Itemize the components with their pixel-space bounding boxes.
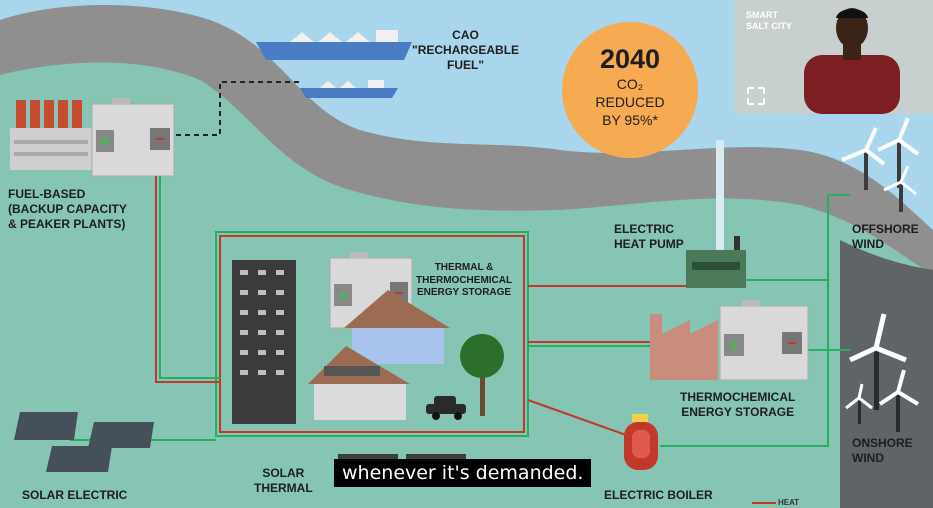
heat-pump-label: ELECTRIC HEAT PUMP — [614, 222, 684, 251]
speaker-video-overlay: SMART SALT CITY — [734, 0, 933, 114]
ship-small — [300, 80, 398, 98]
solar-electric-label: SOLAR ELECTRIC — [22, 488, 128, 502]
house-upper — [344, 290, 450, 364]
svg-text:+: + — [727, 336, 740, 355]
svg-text:+: + — [98, 132, 111, 151]
video-title: SMART SALT CITY — [746, 10, 792, 32]
dashed-fuel-route — [176, 81, 300, 136]
tall-building — [232, 260, 296, 424]
battery-factory: + — [719, 300, 809, 381]
fuel-based-label: FUEL-BASED (BACKUP CAPACITY & PEAKER PLA… — [8, 187, 127, 231]
network-lines — [70, 176, 850, 447]
svg-text:+: + — [336, 286, 349, 305]
cao-fuel-label: CaO "RECHARGEABLE FUEL" — [412, 28, 520, 72]
thermal-storage-label: THERMAL & THERMOCHEMICAL ENERGY STORAGE — [416, 262, 513, 298]
thermochemical-storage-label: THERMOCHEMICAL ENERGY STORAGE — [680, 390, 796, 419]
offshore-wind-label: OFFSHORE WIND — [852, 222, 919, 251]
car-icon — [426, 396, 466, 420]
onshore-wind-label: ONSHORE WIND — [852, 436, 913, 465]
solar-electric-panels — [14, 412, 154, 472]
subtitle-caption: whenever it's demanded. — [334, 459, 592, 487]
solar-thermal-label: SOLAR THERMAL — [254, 466, 313, 495]
electric-boiler-label: ELECTRIC BOILER — [604, 488, 713, 502]
factory — [650, 314, 718, 380]
tree — [460, 334, 504, 416]
building-windows — [240, 270, 284, 375]
heat-pump — [686, 140, 746, 288]
co2-badge-line3: BY 95%* — [602, 112, 658, 129]
river-band — [0, 5, 933, 275]
legend-heat-swatch — [752, 502, 776, 504]
offshore-wind-turbines — [841, 117, 920, 212]
fuel-plant — [10, 100, 92, 170]
speaker-figure — [747, 8, 900, 114]
co2-reduction-badge: 2040 CO₂ REDUCED BY 95%* — [562, 22, 698, 158]
fullscreen-icon — [747, 87, 765, 105]
co2-badge-line2: REDUCED — [595, 94, 665, 111]
ship-large — [256, 30, 412, 60]
co2-badge-line1: CO₂ — [616, 76, 644, 92]
house-lower — [308, 346, 410, 420]
coast-right — [840, 240, 933, 508]
onshore-wind-turbines — [845, 313, 920, 432]
electric-boiler — [624, 414, 658, 470]
battery-fuel-plant: + — [91, 98, 175, 177]
legend-heat-label: HEAT — [778, 498, 800, 507]
co2-badge-year: 2040 — [599, 44, 661, 74]
